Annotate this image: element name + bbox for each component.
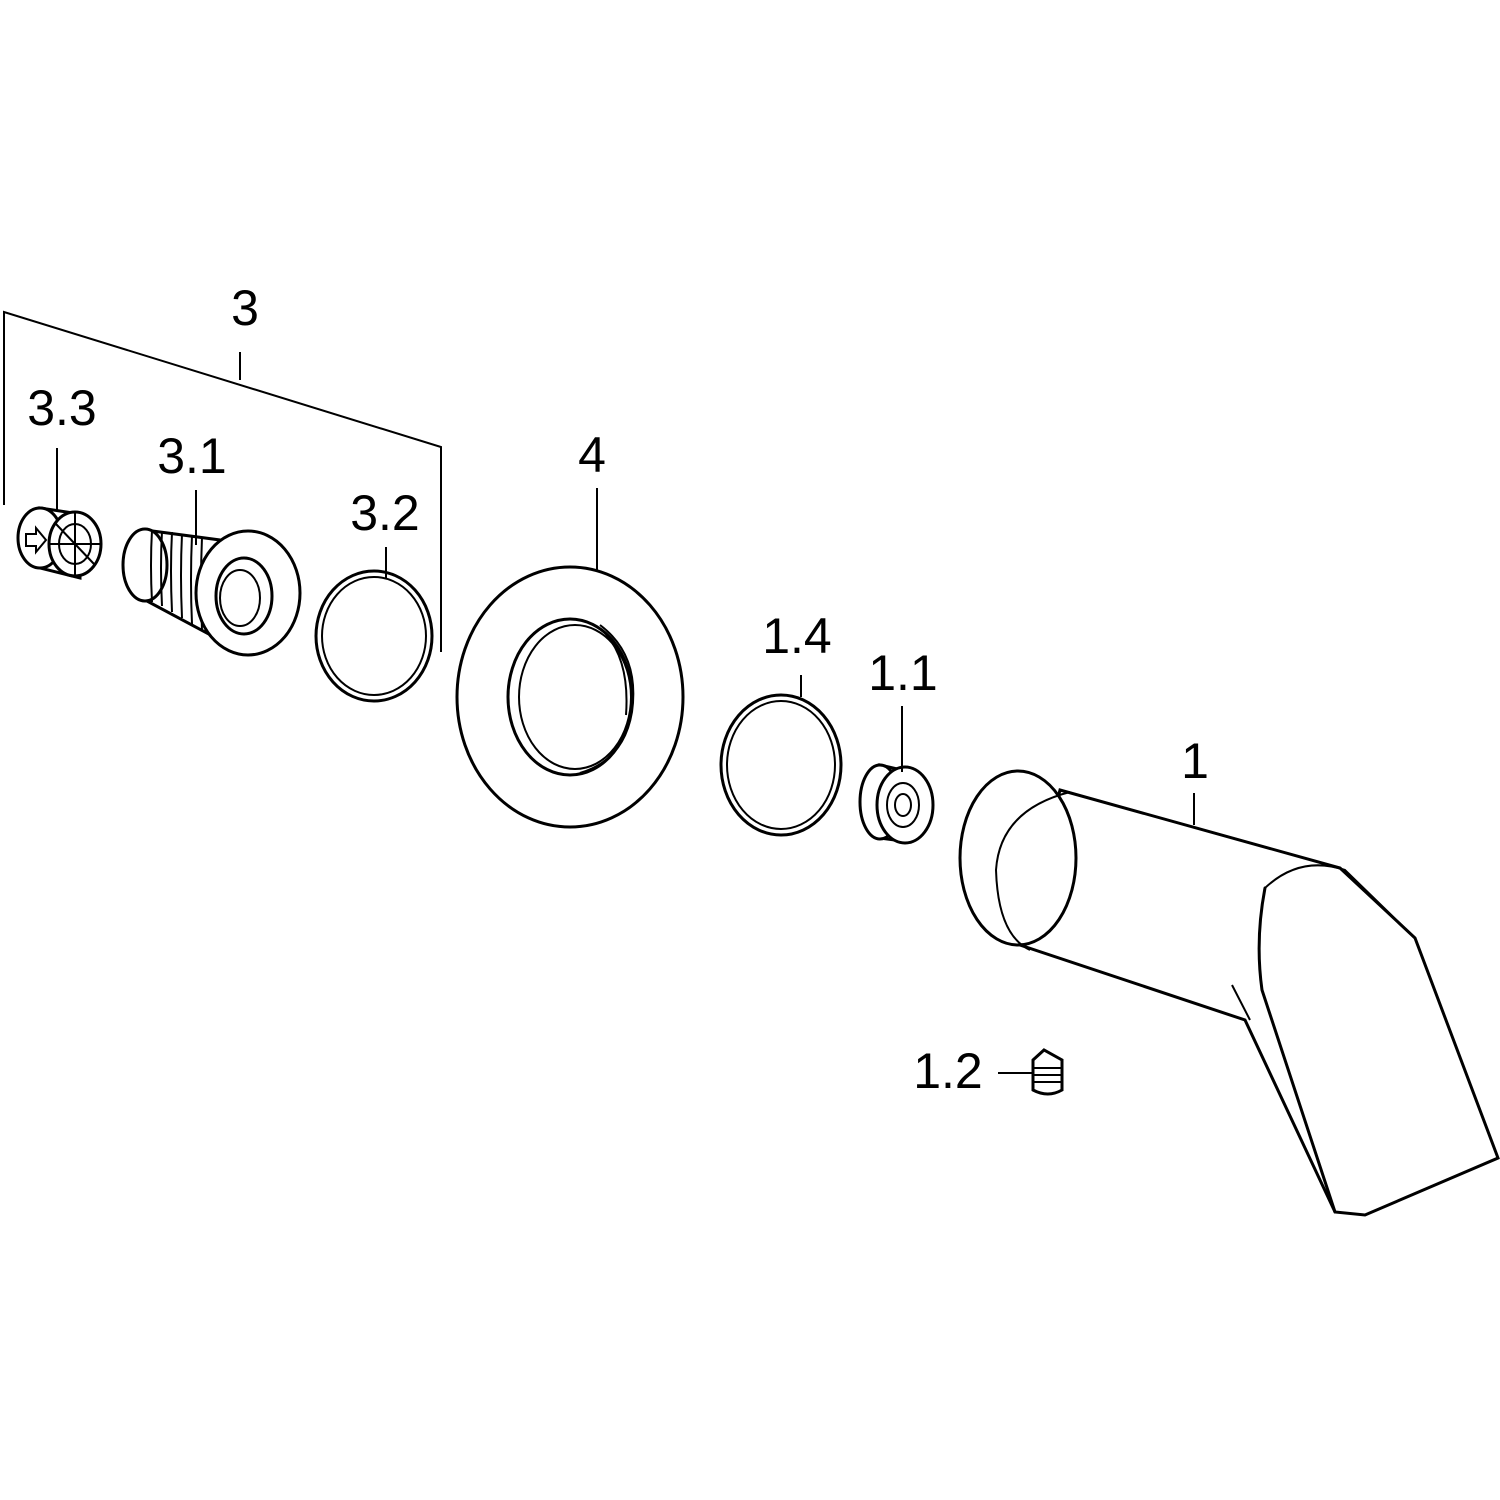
label-part-1-1: 1.1	[868, 645, 938, 701]
label-part-3: 3	[231, 280, 259, 336]
label-part-3-2: 3.2	[350, 485, 420, 541]
label-part-3-1: 3.1	[157, 428, 227, 484]
part-3-2-o-ring	[314, 569, 434, 703]
part-3-1-flange-connector	[121, 527, 302, 657]
part-4-wall-rosette	[455, 565, 685, 829]
part-3-3-valve-insert	[16, 506, 103, 580]
part-1-spout	[958, 769, 1500, 1217]
label-part-1: 1	[1181, 733, 1209, 789]
part-1-4-o-ring	[719, 693, 843, 837]
part-1-2-grub-screw	[1031, 1048, 1064, 1096]
group-bracket-3	[3, 310, 442, 652]
label-part-1-2: 1.2	[913, 1043, 983, 1099]
label-part-3-3: 3.3	[27, 380, 97, 436]
part-1-1-aerator	[858, 763, 935, 845]
leader-lines	[56, 448, 1195, 1074]
label-part-4: 4	[578, 427, 606, 483]
label-part-1-4: 1.4	[762, 608, 832, 664]
